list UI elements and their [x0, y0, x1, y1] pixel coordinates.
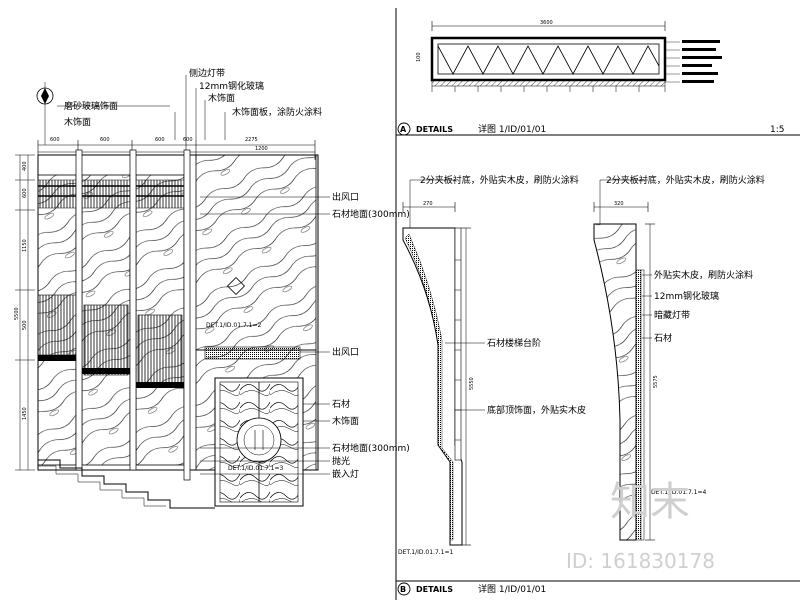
- watermark-id: ID: 161830178: [566, 549, 715, 573]
- dim-left-3: 1150: [22, 239, 28, 252]
- section-b-marker: B: [400, 585, 406, 594]
- truss-dim-height: 100: [416, 52, 422, 62]
- label-top-6: 木饰面板，涂防火涂料: [232, 106, 322, 118]
- right-profile-label-3: 12mm钢化玻璃: [654, 290, 719, 302]
- right-profile-label-4: 暗藏灯带: [654, 309, 690, 321]
- dim-top-2: 600: [100, 137, 110, 143]
- dim-left-1: 400: [22, 161, 28, 171]
- truss-detail: 3600 100: [416, 20, 722, 92]
- staircase-outline: [38, 459, 215, 509]
- label-top-3: 磨砂玻璃饰面: [64, 100, 118, 112]
- section-b-subtitle: 详图 1/ID/01/01: [478, 583, 546, 595]
- section-a-subtitle: 详图 1/ID/01/01: [478, 123, 546, 135]
- section-a-header: A DETAILS 详图 1/ID/01/01 1:5: [396, 122, 800, 136]
- section-b-header: B DETAILS 详图 1/ID/01/01: [396, 580, 800, 596]
- dim-top-6: 1200: [255, 146, 268, 152]
- right-profile: 320 5575 2分夹板衬底，外贴实木皮，刷防火涂料 外贴实木皮，刷防火涂料 …: [593, 174, 765, 541]
- left-profile: 270 5550 2分夹板衬底，外贴实木皮，刷防火涂料 石材楼梯台阶 底部顶饰面…: [398, 174, 586, 556]
- dim-top-5: 2275: [245, 137, 258, 143]
- section-b-title: DETAILS: [416, 585, 453, 594]
- label-top-5: 木饰面: [64, 116, 91, 128]
- right-profile-label-2: 外贴实木皮，刷防火涂料: [654, 269, 753, 281]
- section-a-marker: A: [400, 125, 407, 134]
- left-profile-dim-height: 5550: [469, 377, 475, 390]
- dim-left-2: 600: [22, 188, 28, 198]
- label-top-1: 侧边灯带: [189, 67, 225, 79]
- dim-left-5: 1450: [22, 407, 28, 420]
- label-right-8: 嵌入灯: [332, 469, 359, 480]
- left-profile-label-2: 石材楼梯台阶: [487, 337, 541, 349]
- label-right-1: 出风口: [332, 191, 359, 203]
- watermark: 知末 ID: 161830178: [566, 479, 715, 573]
- label-right-7: 抛光: [332, 455, 350, 467]
- left-profile-dim-width: 270: [423, 201, 433, 207]
- dim-top-4: 600: [183, 137, 193, 143]
- dim-overall: 5500: [14, 307, 20, 320]
- section-marker-icon: [36, 82, 54, 145]
- truss-dim-width: 3600: [540, 20, 553, 26]
- label-right-3: 出风口: [332, 346, 359, 358]
- ref-bottom: DET.1/ID.01.7.1=3: [228, 465, 284, 472]
- left-profile-label-1: 2分夹板衬底，外贴实木皮，刷防火涂料: [420, 174, 579, 186]
- label-right-4: 石材: [332, 398, 350, 410]
- label-right-2: 石材地面(300mm): [332, 208, 410, 220]
- section-a-scale: 1:5: [770, 125, 784, 135]
- right-profile-ref: DET.1/ID.01.7.1=4: [651, 489, 707, 496]
- right-profile-dim-height: 5575: [653, 375, 659, 388]
- door-elevation: [214, 377, 304, 507]
- ref-mid: DET.1/ID.01.7.1=2: [206, 322, 262, 329]
- left-elevation: 600 600 600 600 2275 1200 400 600 1150 5…: [14, 67, 410, 509]
- right-profile-dim-width: 320: [614, 201, 624, 207]
- dim-left-4: 500: [22, 320, 28, 330]
- dim-top-3: 600: [155, 137, 165, 143]
- right-profile-label-5: 石材: [654, 332, 672, 344]
- section-a-title: DETAILS: [416, 125, 453, 134]
- left-profile-ref: DET.1/ID.01.7.1=1: [398, 549, 454, 556]
- dim-top-1: 600: [50, 137, 60, 143]
- label-right-6: 石材地面(300mm): [332, 442, 410, 454]
- panel-columns: [37, 149, 191, 481]
- label-top-4: 木饰面: [208, 92, 235, 104]
- right-profile-label-1: 2分夹板衬底，外贴实木皮，刷防火涂料: [606, 174, 765, 186]
- watermark-brand: 知末: [610, 479, 690, 525]
- label-top-2: 12mm钢化玻璃: [199, 80, 264, 92]
- left-profile-label-3: 底部顶饰面，外贴实木皮: [487, 404, 586, 416]
- label-right-5: 木饰面: [332, 415, 359, 427]
